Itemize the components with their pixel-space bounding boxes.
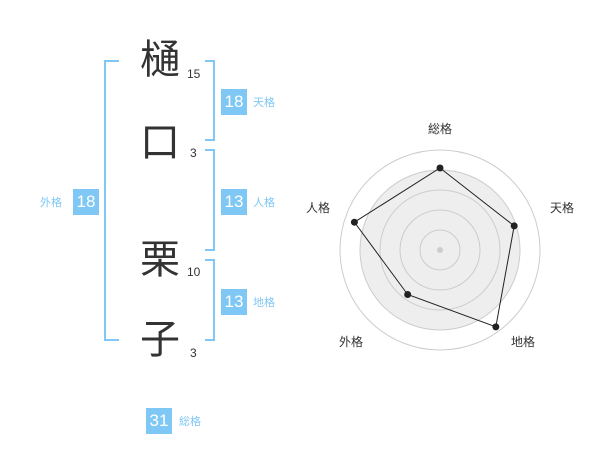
stroke-count-3: 10: [187, 265, 201, 279]
name-char-3: 栗: [140, 237, 180, 283]
radar-label-chikaku: 地格: [510, 335, 535, 349]
stroke-count-1: 15: [187, 67, 201, 81]
radar-label-soukaku: 総格: [427, 122, 452, 136]
name-char-2: 口: [140, 120, 180, 166]
radar-ring: [399, 209, 481, 291]
soukaku-value: 31: [146, 408, 172, 434]
radar-point-4: [350, 218, 358, 226]
radar-point-2: [492, 323, 500, 331]
tenkaku-bracket: [205, 60, 215, 141]
tenkaku-value: 18: [221, 89, 247, 115]
radar-point-0: [436, 164, 444, 172]
chikaku-label: 地格: [253, 296, 275, 309]
gaikaku-bracket: [104, 60, 119, 341]
radar-center: [437, 247, 443, 253]
jinkaku-label: 人格: [253, 196, 275, 209]
radar-polygon: [353, 167, 515, 328]
radar-ring: [419, 229, 461, 271]
radar-point-1: [510, 222, 518, 230]
gaikaku-label: 外格: [40, 196, 62, 209]
chikaku-value: 13: [221, 289, 247, 315]
stroke-count-4: 3: [190, 346, 197, 360]
gaikaku-value: 18: [73, 189, 99, 215]
chikaku-bracket: [205, 259, 215, 341]
name-char-1: 樋: [140, 37, 180, 83]
name-char-4: 子: [140, 317, 180, 363]
soukaku-label: 総格: [179, 415, 201, 428]
stroke-count-2: 3: [190, 146, 197, 160]
radar-label-tenkaku: 天格: [549, 201, 574, 215]
radar-label-jinkaku: 人格: [305, 201, 330, 215]
radar-label-gaikaku: 外格: [338, 335, 363, 349]
jinkaku-value: 13: [221, 189, 247, 215]
radar-ring: [379, 189, 501, 311]
tenkaku-label: 天格: [253, 96, 275, 109]
radar-point-3: [404, 290, 412, 298]
radar-ring: [339, 149, 541, 351]
jinkaku-bracket: [205, 149, 215, 251]
